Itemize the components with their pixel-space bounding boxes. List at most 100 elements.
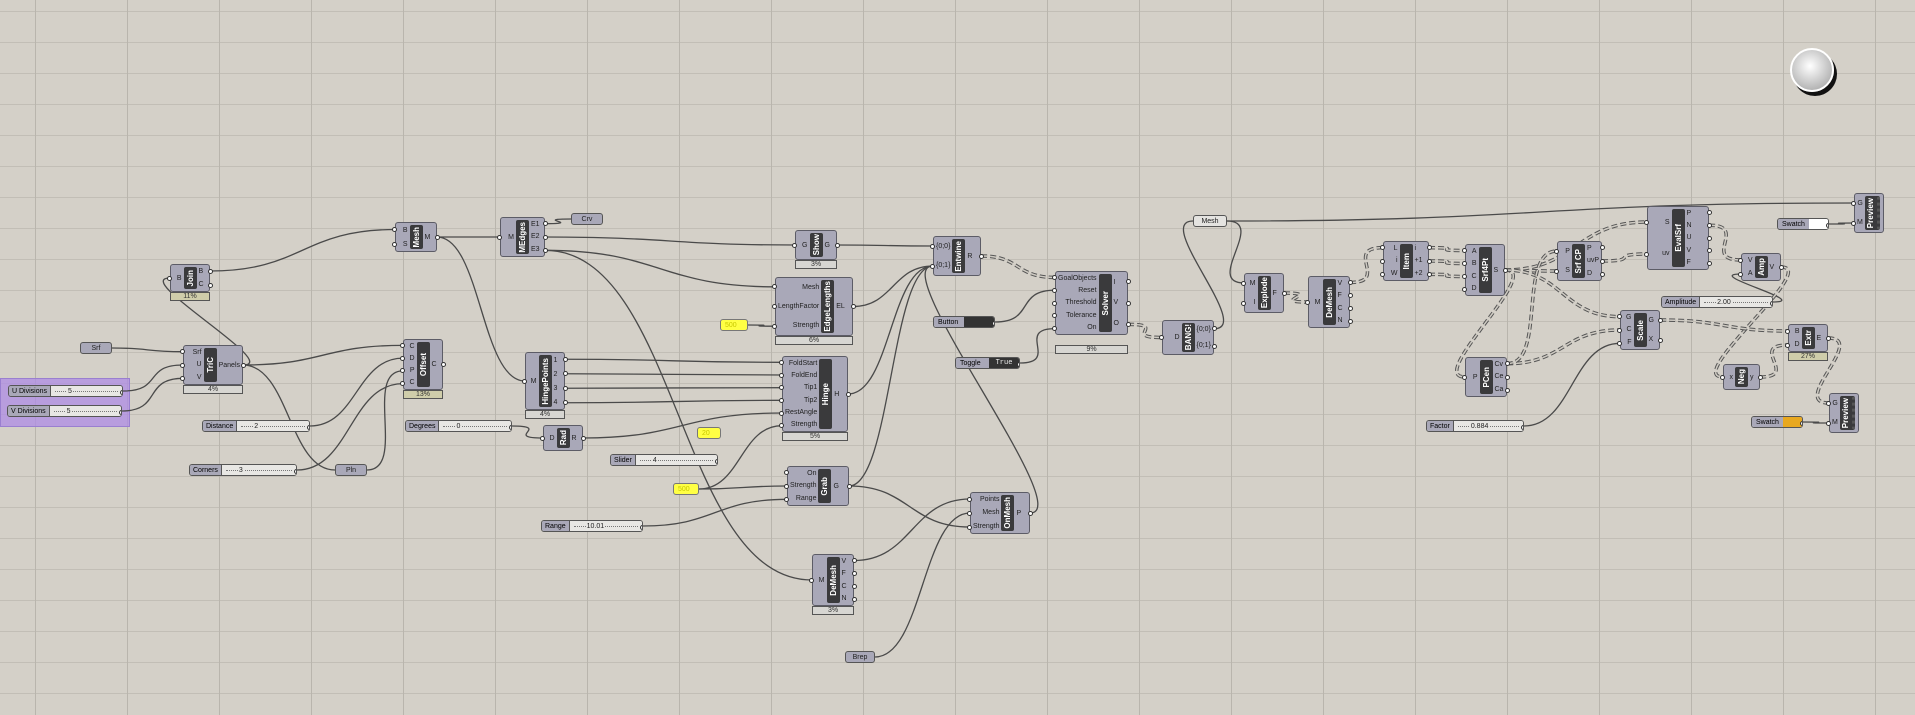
input-port[interactable] — [1462, 287, 1467, 292]
output-port[interactable] — [1348, 293, 1353, 298]
input-port[interactable] — [1554, 248, 1559, 254]
input-port[interactable] — [1826, 400, 1831, 406]
output-port[interactable] — [1600, 271, 1605, 277]
output-port[interactable] — [563, 356, 568, 362]
output-port[interactable] — [1126, 279, 1131, 285]
input-port[interactable] — [1052, 274, 1057, 280]
output-port[interactable] — [543, 234, 548, 240]
slider-track[interactable]: 5 — [51, 386, 122, 396]
swatch2-swatch[interactable]: Swatch — [1751, 416, 1803, 428]
output-port[interactable] — [1126, 321, 1131, 327]
output-port[interactable] — [435, 234, 440, 240]
component-name-bar[interactable]: DeMesh — [826, 557, 840, 603]
slider-track[interactable]: 2 — [237, 421, 309, 431]
input-port[interactable] — [392, 227, 397, 232]
component-name-bar[interactable]: MEdges — [516, 220, 529, 254]
output-port[interactable] — [1028, 510, 1033, 516]
output-port[interactable] — [1800, 420, 1802, 426]
output-port[interactable] — [1707, 261, 1712, 267]
output-port[interactable] — [852, 571, 857, 576]
input-port[interactable] — [1785, 342, 1790, 348]
output-port[interactable] — [1505, 387, 1510, 393]
input-port[interactable] — [1644, 251, 1649, 257]
input-port[interactable] — [1617, 327, 1622, 333]
output-port[interactable] — [1707, 235, 1712, 241]
input-port[interactable] — [180, 375, 185, 381]
component-name-bar[interactable]: Entwine — [952, 239, 966, 273]
input-port[interactable] — [784, 483, 789, 489]
component-name-bar[interactable]: Explode — [1257, 276, 1271, 310]
output-port[interactable] — [119, 409, 121, 415]
input-port[interactable] — [392, 242, 397, 247]
output-port[interactable] — [1779, 264, 1784, 270]
input-port[interactable] — [779, 423, 784, 429]
input-port[interactable] — [400, 355, 405, 361]
output-port[interactable] — [979, 253, 984, 259]
output-port[interactable] — [640, 524, 642, 530]
output-port[interactable] — [1758, 374, 1763, 380]
output-port[interactable] — [1126, 300, 1131, 306]
component-name-bar[interactable]: Preview — [1864, 196, 1880, 230]
output-port[interactable] — [563, 385, 568, 391]
component-name-bar[interactable]: BANG! — [1181, 323, 1195, 352]
input-port[interactable] — [1738, 271, 1743, 277]
output-port[interactable] — [1707, 222, 1712, 228]
slider-track[interactable]: 4 — [635, 455, 717, 465]
y500a-panel[interactable]: 500 — [720, 319, 748, 331]
output-port[interactable] — [1505, 361, 1510, 367]
input-port[interactable] — [1380, 245, 1385, 251]
button-knob[interactable] — [964, 317, 994, 327]
input-port[interactable] — [772, 304, 777, 309]
srf-param[interactable]: Srf — [80, 342, 112, 354]
input-port[interactable] — [779, 359, 784, 365]
input-port[interactable] — [400, 368, 405, 374]
component-name-bar[interactable]: Solver — [1098, 274, 1112, 332]
component-name-bar[interactable]: DeMesh — [1322, 279, 1336, 325]
output-port[interactable] — [851, 304, 856, 309]
input-port[interactable] — [400, 342, 405, 348]
slider-track[interactable]: 2.00 — [1700, 297, 1772, 307]
output-port[interactable] — [581, 435, 586, 441]
input-port[interactable] — [967, 496, 972, 502]
slider-track[interactable]: 0 — [439, 421, 511, 431]
slider-track[interactable]: 3 — [221, 465, 296, 475]
component-name-bar[interactable]: Show — [809, 233, 823, 257]
input-port[interactable] — [1720, 374, 1725, 380]
input-port[interactable] — [540, 435, 545, 441]
input-port[interactable] — [180, 362, 185, 368]
component-name-bar[interactable]: Join — [183, 267, 197, 289]
output-port[interactable] — [208, 282, 213, 288]
